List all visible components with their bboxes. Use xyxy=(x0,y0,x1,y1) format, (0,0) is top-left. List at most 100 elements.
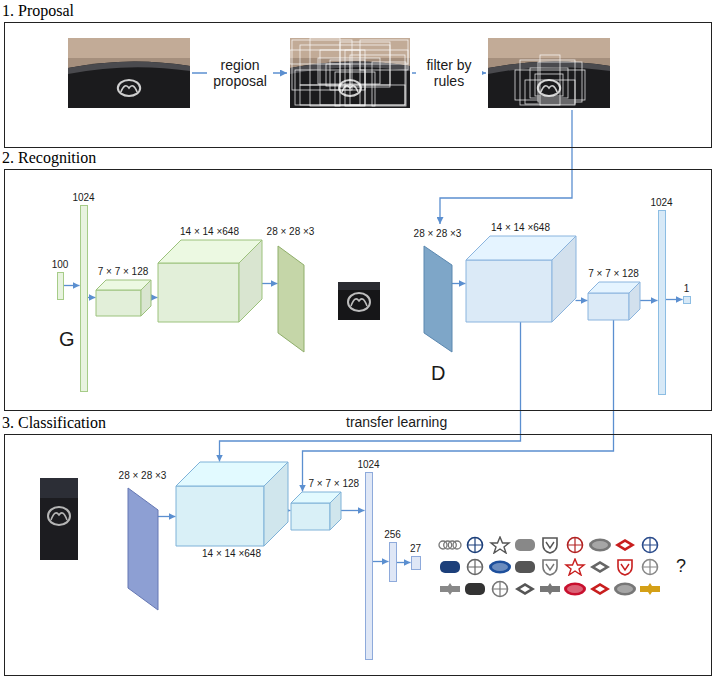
layer-cube-shape xyxy=(588,282,640,320)
input-plane: 28 × 28 ×3 xyxy=(278,246,304,352)
dimension-label: 1024 xyxy=(357,459,379,471)
layer-cube-shape xyxy=(466,236,576,322)
layer-cube: 14 × 14 ×648 xyxy=(158,240,262,322)
brand-logos xyxy=(439,537,660,597)
filtered-boxes xyxy=(515,55,585,105)
cube-face xyxy=(141,280,151,316)
flow-arrow xyxy=(262,283,278,284)
layer-cube: 7 × 7 × 128 xyxy=(291,492,341,530)
panel-heading: 3. Classification xyxy=(2,414,106,432)
panel-heading: 1. Proposal xyxy=(2,2,74,20)
flow-arrow xyxy=(158,516,176,517)
cube-face xyxy=(96,290,141,316)
brand-logo xyxy=(590,583,610,595)
cube-face xyxy=(330,492,341,530)
logo-crop xyxy=(338,282,380,320)
dimension-label: 1 xyxy=(684,283,690,295)
brand-logo xyxy=(468,560,483,575)
input-plane-shape xyxy=(128,488,158,610)
flow-arrow xyxy=(666,299,683,300)
layer-cube: 7 × 7 × 128 xyxy=(96,280,151,316)
annotation-label: D xyxy=(431,362,445,385)
layer-cube-shape xyxy=(291,492,341,530)
cube-face xyxy=(588,293,629,320)
car-photo xyxy=(68,38,190,108)
annotation-label: region proposal xyxy=(207,57,273,89)
dimension-label: 14 × 14 ×648 xyxy=(491,222,550,234)
flow-arrow xyxy=(341,510,365,511)
layer-cube: 14 × 14 ×648 xyxy=(466,236,576,322)
flow-arrow xyxy=(397,562,411,563)
dimension-label: 14 × 14 ×648 xyxy=(202,548,261,560)
brand-logo xyxy=(566,559,584,575)
input-plane-shape xyxy=(424,246,452,352)
cube-face xyxy=(176,486,264,546)
layer-bar: 1024 xyxy=(365,472,373,660)
proposal-boxes xyxy=(290,38,408,106)
brand-logo xyxy=(489,561,511,574)
dimension-label: 7 × 7 × 128 xyxy=(98,266,149,278)
cube-face xyxy=(264,462,288,546)
label-anchor: transfer learning xyxy=(346,414,447,430)
layer-bar: 256 xyxy=(389,542,397,582)
section-panel: 1. Proposal xyxy=(4,22,712,148)
dimension-label: 28 × 28 ×3 xyxy=(267,226,315,238)
dimension-label: 7 × 7 × 128 xyxy=(309,478,360,490)
layer-cube: 7 × 7 × 128 xyxy=(588,282,640,320)
cube-face xyxy=(629,282,640,320)
car-photo xyxy=(290,38,410,108)
annotation-label: ? xyxy=(676,556,686,577)
dimension-label: 1024 xyxy=(650,197,672,209)
brand-logo xyxy=(540,583,560,595)
annotation-label: G xyxy=(59,328,75,351)
brand-logo xyxy=(515,539,535,551)
annotation-label: transfer learning xyxy=(346,414,447,430)
candidate-arrow xyxy=(440,110,572,224)
brand-logo xyxy=(614,583,636,596)
label-anchor: ? xyxy=(676,556,686,577)
brand-logo xyxy=(543,560,557,575)
brand-logo xyxy=(468,538,483,553)
car-photo xyxy=(488,38,610,108)
brand-logo xyxy=(615,539,635,551)
brand-logo xyxy=(564,583,586,596)
car-photo xyxy=(68,38,190,108)
proposal-arrows xyxy=(192,73,572,224)
label-anchor: region proposal xyxy=(207,57,273,89)
brand-logo xyxy=(590,561,610,573)
input-plane-shape xyxy=(278,246,304,352)
layer-cube: 14 × 14 ×648 xyxy=(176,462,288,546)
brand-logo xyxy=(440,561,460,573)
cube-face xyxy=(158,263,239,322)
layer-cube-shape xyxy=(158,240,262,322)
dimension-label: 27 xyxy=(410,543,421,555)
dimension-label: 1024 xyxy=(72,192,94,204)
layer-cube-shape xyxy=(176,462,288,546)
panel-heading: 2. Recognition xyxy=(2,149,96,167)
dimension-label: 28 × 28 ×3 xyxy=(414,228,462,240)
transfer-arrow xyxy=(220,322,521,462)
brand-logo xyxy=(440,583,460,595)
dimension-label: 7 × 7 × 128 xyxy=(588,268,639,280)
label-anchor: D xyxy=(431,362,445,385)
layer-bar: 1 xyxy=(683,296,691,304)
section-panel: 3. Classification28 × 28 ×314 × 14 ×6487… xyxy=(4,434,712,676)
input-plane: 28 × 28 ×3 xyxy=(128,488,158,610)
filtered-photo xyxy=(488,38,610,108)
label-anchor: G xyxy=(59,328,75,351)
brand-logo xyxy=(515,583,535,595)
cube-face xyxy=(466,260,552,322)
brand-logo xyxy=(589,539,611,552)
plane-face xyxy=(424,246,452,352)
brand-logo xyxy=(618,560,632,575)
cube-face xyxy=(552,236,576,322)
cube-face xyxy=(239,240,262,322)
plane-face xyxy=(128,488,158,610)
brand-logo xyxy=(491,537,509,553)
proposal-photo xyxy=(290,38,410,108)
cube-face xyxy=(291,503,330,530)
layer-bar: 100 xyxy=(57,272,64,300)
dimension-label: 14 × 14 ×648 xyxy=(180,226,239,238)
